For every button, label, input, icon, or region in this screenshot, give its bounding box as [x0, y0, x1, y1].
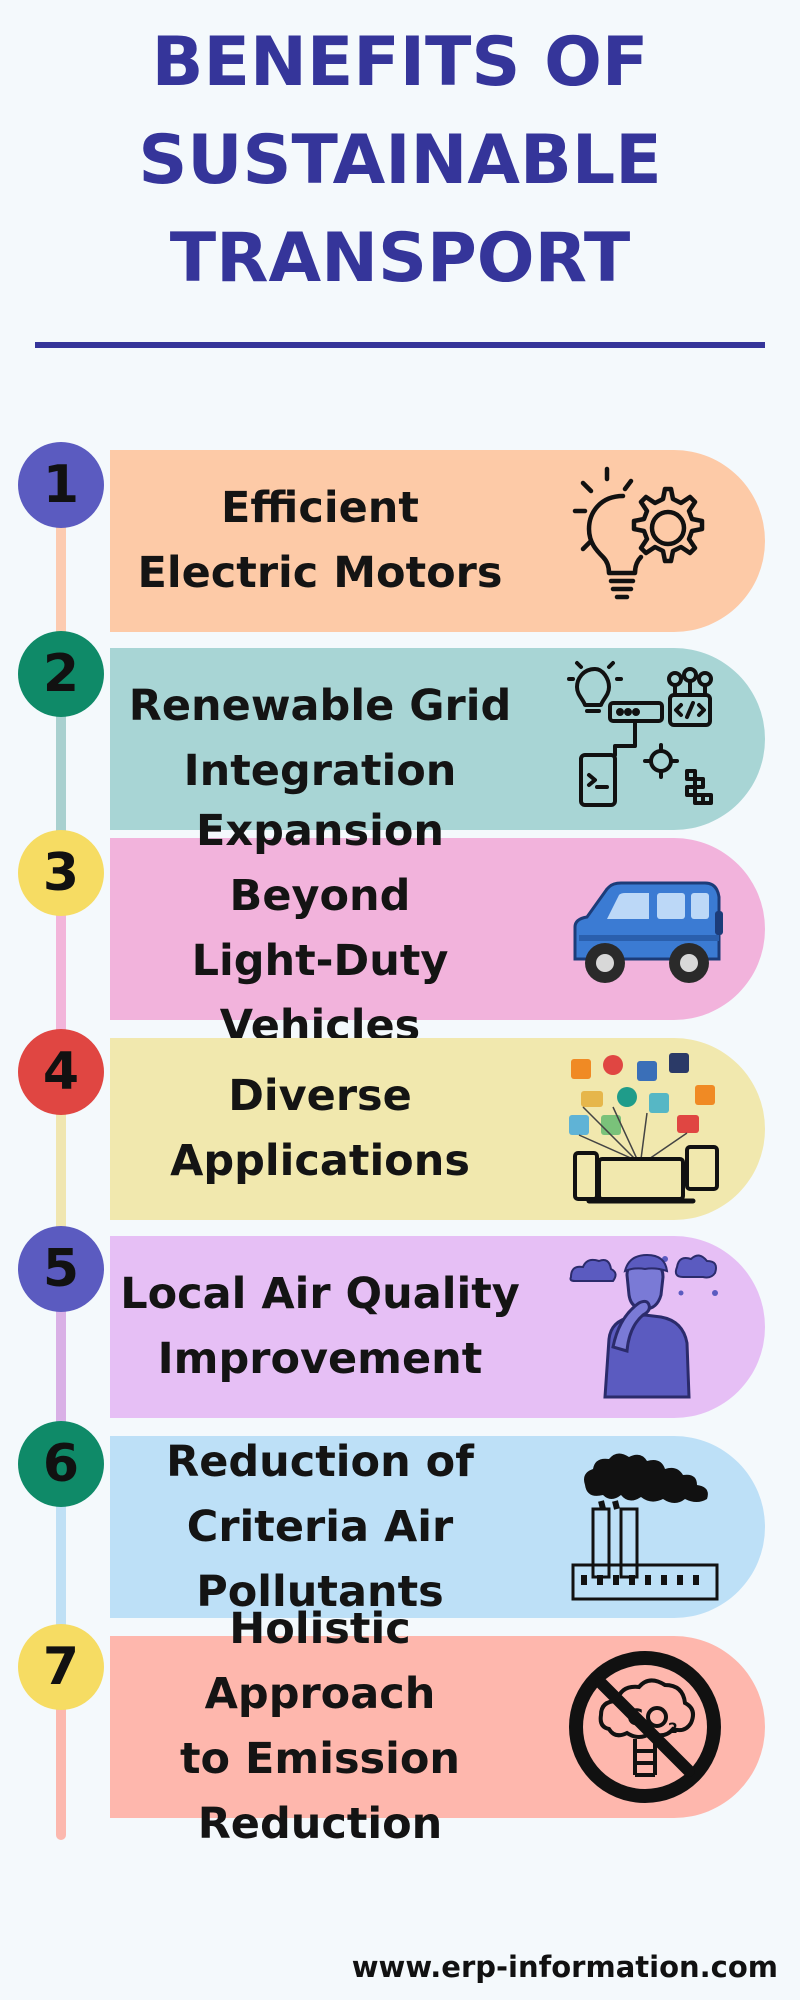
step-number-badge: 5 — [18, 1226, 104, 1312]
benefit-label-line: Pollutants — [196, 1566, 444, 1617]
benefit-label: Expansion Beyond Light-Duty Vehicles — [110, 806, 530, 1051]
devices-apps-icon — [565, 1049, 725, 1209]
benefit-label-line: Applications — [170, 1136, 470, 1186]
timeline-segment — [56, 880, 66, 1080]
no-co2-icon: C 2 — [565, 1647, 725, 1807]
factory-smoke-icon — [565, 1447, 725, 1607]
benefit-label-line: Criteria Air — [186, 1501, 454, 1552]
step-number-badge: 6 — [18, 1421, 104, 1507]
benefit-card-local-air-quality-improvement: Local Air Quality Improvement — [110, 1236, 765, 1418]
step-number: 3 — [42, 843, 80, 903]
title-line: BENEFITS OF — [151, 23, 649, 102]
benefit-card-expansion-beyond-light-duty-vehicles: Expansion Beyond Light-Duty Vehicles — [110, 806, 765, 1051]
step-number-badge: 7 — [18, 1624, 104, 1710]
benefit-label-line: Renewable Grid — [128, 681, 512, 731]
timeline-segment — [56, 480, 66, 680]
step-number: 1 — [42, 455, 80, 515]
svg-text:2: 2 — [668, 1721, 678, 1737]
polluted-air-person-icon — [565, 1247, 725, 1407]
benefit-label-line: Expansion Beyond — [195, 806, 444, 921]
title-line: TRANSPORT — [169, 219, 631, 298]
benefit-label: Holistic Approach to Emission Reduction — [110, 1604, 530, 1849]
step-number-badge: 2 — [18, 631, 104, 717]
tech-integration-icon — [565, 659, 725, 819]
benefit-label-line: Reduction — [197, 1799, 443, 1849]
benefit-label-line: Integration — [183, 746, 457, 796]
benefit-label-line: Electric Motors — [137, 548, 503, 598]
benefit-label-line: Efficient — [221, 483, 419, 533]
timeline-segment — [56, 680, 66, 880]
step-number-badge: 4 — [18, 1029, 104, 1115]
timeline-line — [56, 480, 66, 1840]
benefit-label: Reduction of Criteria Air Pollutants — [110, 1436, 530, 1618]
benefit-label-line: Local Air Quality — [120, 1269, 520, 1319]
title-divider — [35, 342, 765, 348]
title-line: SUSTAINABLE — [138, 121, 662, 200]
step-number: 4 — [42, 1042, 80, 1102]
benefit-card-efficient-electric-motors: Efficient Electric Motors — [110, 450, 765, 632]
benefit-label: Local Air Quality Improvement — [110, 1236, 530, 1418]
car-icon — [565, 849, 725, 1009]
timeline-segment — [56, 1080, 66, 1280]
step-number-badge: 3 — [18, 830, 104, 916]
page-title: BENEFITS OF SUSTAINABLE TRANSPORT — [0, 14, 800, 308]
benefit-label-line: Holistic Approach — [204, 1604, 436, 1719]
benefit-label-line: Light-Duty — [191, 936, 449, 986]
step-number: 7 — [42, 1637, 80, 1697]
benefit-card-reduction-of-criteria-air-pollutants: Reduction of Criteria Air Pollutants — [110, 1436, 765, 1618]
benefit-card-renewable-grid-integration: Renewable Grid Integration — [110, 648, 765, 830]
benefit-label-line: Reduction of — [166, 1436, 474, 1487]
website-url: www.erp-information.com — [351, 1950, 778, 1984]
timeline-segment — [56, 1680, 66, 1840]
benefit-label: Diverse Applications — [110, 1038, 530, 1220]
benefit-label-line: to Emission — [179, 1734, 461, 1784]
benefit-card-diverse-applications: Diverse Applications — [110, 1038, 765, 1220]
timeline-segment — [56, 1280, 66, 1480]
step-number: 2 — [42, 644, 80, 704]
step-number: 5 — [42, 1239, 80, 1299]
step-number: 6 — [42, 1434, 80, 1494]
benefit-card-holistic-approach-to-emission-reduction: Holistic Approach to Emission Reduction … — [110, 1604, 765, 1849]
benefit-label-line: Improvement — [157, 1334, 483, 1384]
benefit-label: Renewable Grid Integration — [110, 648, 530, 830]
benefit-label-line: Diverse — [228, 1071, 412, 1121]
lightbulb-gear-icon — [565, 461, 725, 621]
benefit-label: Efficient Electric Motors — [110, 450, 530, 632]
step-number-badge: 1 — [18, 442, 104, 528]
timeline-segment — [56, 1480, 66, 1680]
